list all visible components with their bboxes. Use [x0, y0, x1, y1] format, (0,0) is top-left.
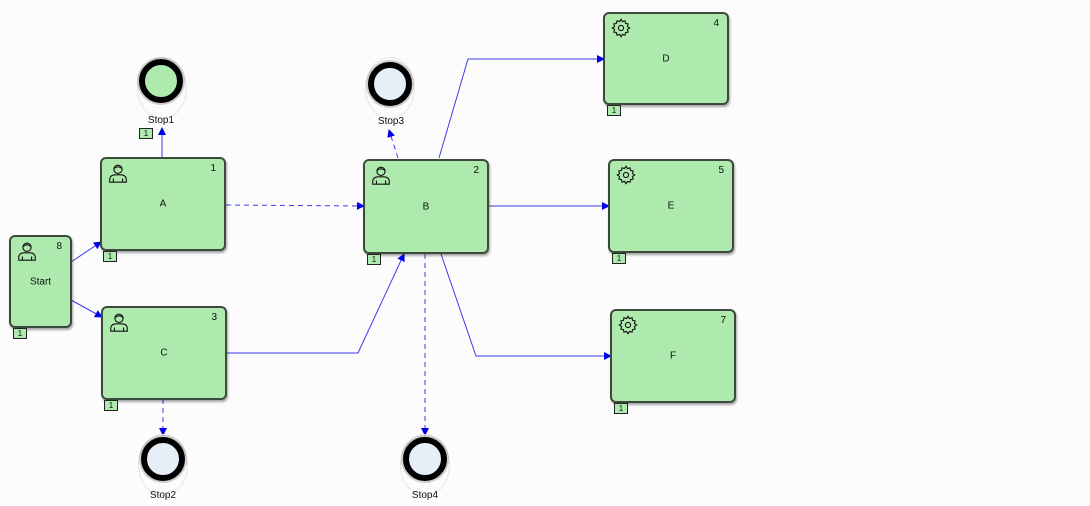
- user-icon: [109, 164, 127, 183]
- stop1-label: Stop1: [147, 115, 175, 126]
- start-badge: 1: [13, 328, 27, 339]
- stop3-label: Stop3: [377, 116, 405, 127]
- node-number: 4: [713, 18, 719, 29]
- stop3-halo: [365, 57, 415, 119]
- d-badge: 1: [607, 105, 621, 116]
- stop1-badge: 1: [139, 128, 153, 139]
- task-node-c[interactable]: 3 C: [101, 306, 227, 400]
- stop1-halo: [137, 57, 187, 119]
- edge-start-c[interactable]: [70, 299, 103, 318]
- node-label: A: [159, 198, 167, 210]
- stop4-label: Stop4: [411, 490, 439, 501]
- stop-node-stop3[interactable]: [368, 62, 412, 106]
- stop2-label: Stop2: [149, 490, 177, 501]
- edge-a-b[interactable]: [225, 201, 365, 210]
- edge-c-b[interactable]: [227, 253, 405, 354]
- stop2-halo: [138, 434, 188, 496]
- stop-node-stop4[interactable]: [403, 437, 447, 481]
- stop4-halo: [400, 434, 450, 496]
- edge-b-stop3[interactable]: [387, 129, 399, 159]
- gear-icon: [618, 315, 638, 335]
- task-node-e[interactable]: 5 E: [608, 159, 734, 253]
- task-node-d[interactable]: 4 D: [603, 12, 729, 105]
- user-icon: [372, 166, 390, 185]
- node-label: D: [662, 53, 670, 64]
- e-badge: 1: [612, 253, 626, 264]
- node-label: Start: [29, 276, 52, 287]
- stop-node-stop2[interactable]: [141, 437, 185, 481]
- edge-start-a[interactable]: [70, 241, 102, 263]
- c-badge: 1: [104, 400, 118, 411]
- node-number: 2: [473, 165, 479, 176]
- gear-icon: [611, 18, 631, 38]
- user-icon: [110, 313, 128, 332]
- node-label: F: [669, 350, 677, 362]
- node-number: 3: [211, 312, 217, 323]
- task-node-b[interactable]: 2 B: [363, 159, 489, 254]
- task-node-a[interactable]: 1 A: [100, 157, 226, 251]
- f-badge: 1: [614, 403, 628, 414]
- edge-b-f[interactable]: [440, 253, 612, 360]
- node-number: 7: [720, 315, 726, 326]
- task-node-start[interactable]: 8 Start: [9, 235, 72, 328]
- a-badge: 1: [103, 251, 117, 262]
- node-number: 8: [56, 241, 62, 252]
- task-node-f[interactable]: 7 F: [610, 309, 736, 403]
- node-number: 5: [718, 165, 724, 176]
- node-label: E: [667, 200, 675, 212]
- gear-icon: [616, 165, 636, 185]
- b-badge: 1: [367, 254, 381, 265]
- node-label: C: [160, 347, 168, 359]
- user-icon: [18, 242, 36, 261]
- stop-node-stop1[interactable]: [139, 59, 183, 103]
- node-label: B: [422, 201, 430, 212]
- node-number: 1: [210, 163, 216, 174]
- edge-b-d[interactable]: [438, 55, 605, 159]
